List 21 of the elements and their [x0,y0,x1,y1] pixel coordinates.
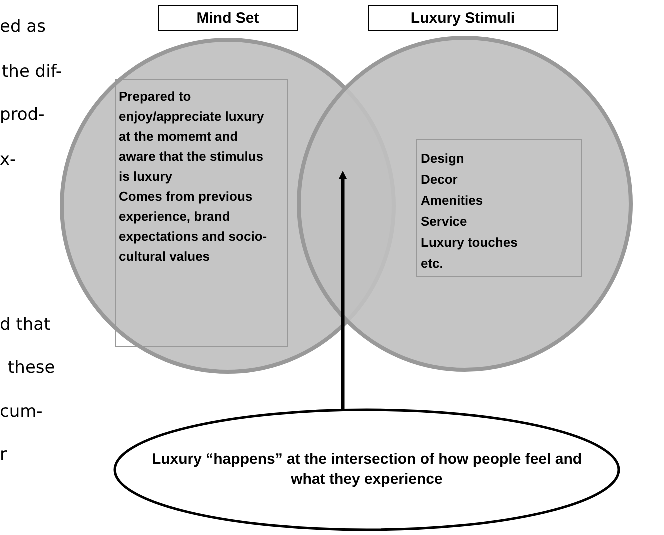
body-text-fragment: the dif- [2,61,62,84]
list-item: etc. [421,255,444,273]
body-text-fragment: r [0,444,7,467]
heading-box: Mind Set [158,5,298,31]
body-text-fragment: d that [0,314,51,337]
heading-box: Luxury Stimuli [368,5,558,31]
body-text-fragment: ed as [0,16,46,39]
description-text: Comes from previous experience, brand expectations and socio-cultural values [119,188,268,266]
list-item: Luxury touches [421,234,519,252]
list-item: Decor [421,171,459,189]
callout-text: Luxury “happens” at the intersection of how people feel and what they experience [150,450,584,490]
body-text-fragment: these [8,357,56,380]
body-text-fragment: cum- [0,401,43,424]
list-item: Amenities [421,192,484,210]
list-item: Design [421,150,466,168]
list-item: Service [421,213,468,231]
text-box [416,139,582,277]
body-text-fragment: x- [0,149,16,172]
body-text-fragment: prod- [0,104,45,127]
description-text: Prepared to enjoy/appreciate luxury at the momemt and aware that the stimulus is luxury [119,88,266,186]
arrow [339,171,347,409]
